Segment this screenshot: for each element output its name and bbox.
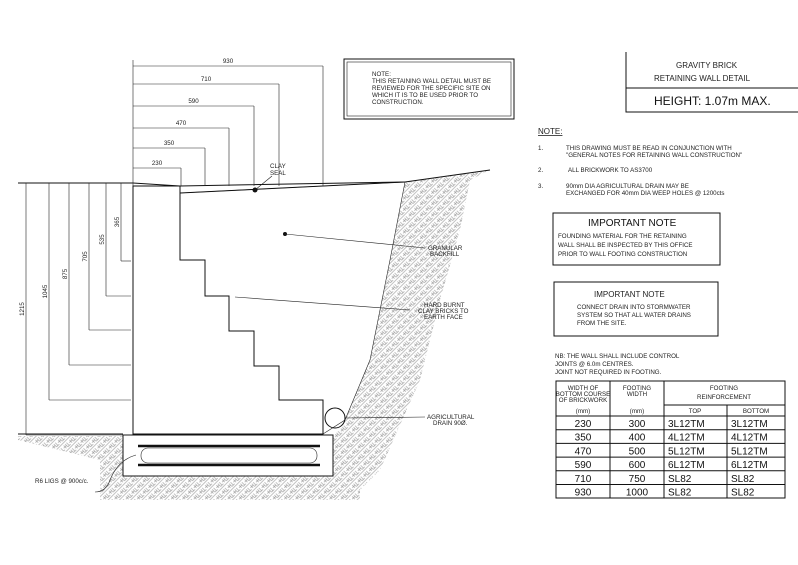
nb-note: NB: THE WALL SHALL INCLUDE CONTROL JOINT…: [555, 353, 680, 376]
table-cell: 3L12TM: [668, 419, 705, 430]
bricks-label: HARD BURNT: [424, 302, 465, 309]
table-cell: 590: [575, 460, 592, 471]
title-block: GRAVITY BRICK RETAINING WALL DETAIL HEIG…: [625, 52, 798, 113]
height-label: HEIGHT: 1.07m MAX.: [654, 94, 771, 108]
table-cell: 750: [629, 474, 646, 485]
svg-text:90mm DIA AGRICULTURAL DRAIN MA: 90mm DIA AGRICULTURAL DRAIN MAY BE: [566, 183, 689, 190]
svg-text:BOTTOM COURSE: BOTTOM COURSE: [556, 391, 611, 398]
dim-label: 710: [201, 76, 212, 83]
table-cell: 6L12TM: [668, 460, 705, 471]
svg-text:ALL BRICKWORK TO AS3700: ALL BRICKWORK TO AS3700: [568, 167, 653, 174]
svg-text:WHICH IT IS TO BE USED PRIOR T: WHICH IT IS TO BE USED PRIOR TO: [372, 92, 478, 99]
svg-text:WIDTH OF: WIDTH OF: [568, 385, 599, 392]
dim-label: 470: [176, 120, 187, 127]
svg-text:FOOTING: FOOTING: [623, 385, 651, 392]
dim-label: 350: [164, 140, 175, 147]
table-cell: 3L12TM: [731, 419, 768, 430]
brick-wall: [132, 185, 324, 435]
bricks-label-2: CLAY BRICKS TO: [418, 308, 469, 315]
svg-text:JOINTS @ 6.0m CENTRES.: JOINTS @ 6.0m CENTRES.: [555, 361, 634, 368]
table-cell: SL82: [731, 474, 755, 485]
dim-label: 535: [99, 234, 106, 245]
svg-text:WIDTH: WIDTH: [627, 391, 647, 398]
svg-text:WALL SHALL BE INSPECTED BY THI: WALL SHALL BE INSPECTED BY THIS OFFICE: [558, 242, 693, 249]
table-cell: 600: [629, 460, 646, 471]
site-review-note: NOTE: THIS RETAINING WALL DETAIL MUST BE…: [343, 58, 515, 120]
bricks-label-3: EARTH FACE: [424, 314, 463, 321]
svg-text:REINFORCEMENT: REINFORCEMENT: [697, 394, 751, 401]
svg-text:NOTE:: NOTE:: [372, 71, 391, 78]
concrete-footing: [122, 434, 334, 477]
backfill-label: GRANULAR: [428, 245, 463, 252]
clay-seal-label-2: SEAL: [270, 170, 286, 177]
table-cell: 5L12TM: [668, 446, 705, 457]
svg-text:REVIEWED FOR THE SPECIFIC SITE: REVIEWED FOR THE SPECIFIC SITE ON: [372, 85, 491, 92]
svg-text:IMPORTANT NOTE: IMPORTANT NOTE: [588, 218, 677, 229]
svg-text:NB: THE WALL SHALL INCLUDE CON: NB: THE WALL SHALL INCLUDE CONTROL: [555, 353, 680, 360]
notes: NOTE: 1. THIS DRAWING MUST BE READ IN CO…: [538, 127, 742, 197]
table-cell: 5L12TM: [731, 446, 768, 457]
vertical-dimensions: 365 535 705 875 1045 1215: [19, 183, 131, 436]
dim-label: 230: [152, 160, 163, 167]
table-cell: 6L12TM: [731, 460, 768, 471]
ligs-label: R6 LIGS @ 900c/c.: [35, 478, 89, 485]
dim-label: 930: [223, 58, 234, 65]
table-cell: 500: [629, 446, 646, 457]
table-cell: SL82: [668, 488, 692, 499]
table-cell: 400: [629, 433, 646, 444]
clay-seal-label: CLAY: [270, 163, 286, 170]
title-line-2: RETAINING WALL DETAIL: [654, 74, 751, 83]
dim-label: 705: [82, 251, 89, 262]
svg-text:PRIOR TO WALL FOOTING CONSTRUC: PRIOR TO WALL FOOTING CONSTRUCTION: [558, 251, 687, 258]
svg-text:TOP: TOP: [689, 408, 702, 415]
dim-label: 1215: [19, 302, 26, 316]
svg-text:CONSTRUCTION.: CONSTRUCTION.: [372, 99, 424, 106]
table-cell: 230: [575, 419, 592, 430]
drain-label: AGRICULTURAL: [427, 414, 475, 421]
svg-text:CONNECT DRAIN INTO STORMWATER: CONNECT DRAIN INTO STORMWATER: [577, 304, 691, 311]
svg-text:EXCHANGED FOR 40mm DIA WEEP HO: EXCHANGED FOR 40mm DIA WEEP HOLES @ 1200…: [566, 190, 725, 197]
backfill-label-2: BACKFILL: [430, 251, 460, 258]
svg-text:THIS DRAWING MUST BE READ IN C: THIS DRAWING MUST BE READ IN CONJUNCTION…: [566, 145, 732, 152]
svg-text:2.: 2.: [538, 167, 543, 174]
svg-text:FROM THE SITE.: FROM THE SITE.: [577, 320, 627, 327]
reinforcement-table: WIDTH OF BOTTOM COURSE OF BRICKWORK (mm)…: [555, 380, 786, 499]
dim-label: 365: [114, 216, 121, 227]
svg-text:SYSTEM SO THAT ALL WATER DRAIN: SYSTEM SO THAT ALL WATER DRAINS: [577, 312, 691, 319]
svg-text:IMPORTANT NOTE: IMPORTANT NOTE: [594, 290, 665, 299]
table-cell: 470: [575, 446, 592, 457]
dim-label: 590: [188, 98, 199, 105]
table-cell: 4L12TM: [668, 433, 705, 444]
table-cell: 300: [629, 419, 646, 430]
table-cell: 1000: [626, 488, 649, 499]
table-cell: SL82: [668, 474, 692, 485]
important-note-founding: IMPORTANT NOTE FOUNDING MATERIAL FOR THE…: [552, 212, 721, 266]
svg-text:FOOTING: FOOTING: [710, 385, 738, 392]
svg-text:THIS RETAINING WALL DETAIL MUS: THIS RETAINING WALL DETAIL MUST BE: [372, 78, 491, 85]
table-cell: 930: [575, 488, 592, 499]
svg-text:JOINT NOT REQUIRED IN FOOTING.: JOINT NOT REQUIRED IN FOOTING.: [555, 369, 662, 376]
svg-text:NOTE:: NOTE:: [538, 127, 562, 136]
table-cell: 4L12TM: [731, 433, 768, 444]
svg-text:1.: 1.: [538, 145, 543, 152]
important-note-drain: IMPORTANT NOTE CONNECT DRAIN INTO STORMW…: [553, 281, 719, 337]
table-cell: 350: [575, 433, 592, 444]
svg-text:(mm): (mm): [576, 408, 590, 415]
dim-label: 875: [62, 268, 69, 279]
svg-text:BOTTOM: BOTTOM: [743, 408, 769, 415]
table-cell: 710: [575, 474, 592, 485]
svg-text:3.: 3.: [538, 183, 543, 190]
agricultural-drain: [324, 407, 346, 429]
svg-text:(mm): (mm): [630, 408, 644, 415]
svg-text:FOUNDING MATERIAL FOR THE RETA: FOUNDING MATERIAL FOR THE RETAINING: [558, 233, 687, 240]
svg-text:OF BRICKWORK: OF BRICKWORK: [559, 397, 608, 404]
horizontal-dimensions: 230 350 470 590 710 930: [132, 58, 324, 186]
title-line-1: GRAVITY BRICK: [676, 61, 738, 70]
svg-text:"GENERAL NOTES FOR RETAINING W: "GENERAL NOTES FOR RETAINING WALL CONSTR…: [566, 152, 742, 159]
table-cell: SL82: [731, 488, 755, 499]
dim-label: 1045: [42, 284, 49, 298]
drain-label-2: DRAIN 90Ø.: [433, 420, 468, 427]
